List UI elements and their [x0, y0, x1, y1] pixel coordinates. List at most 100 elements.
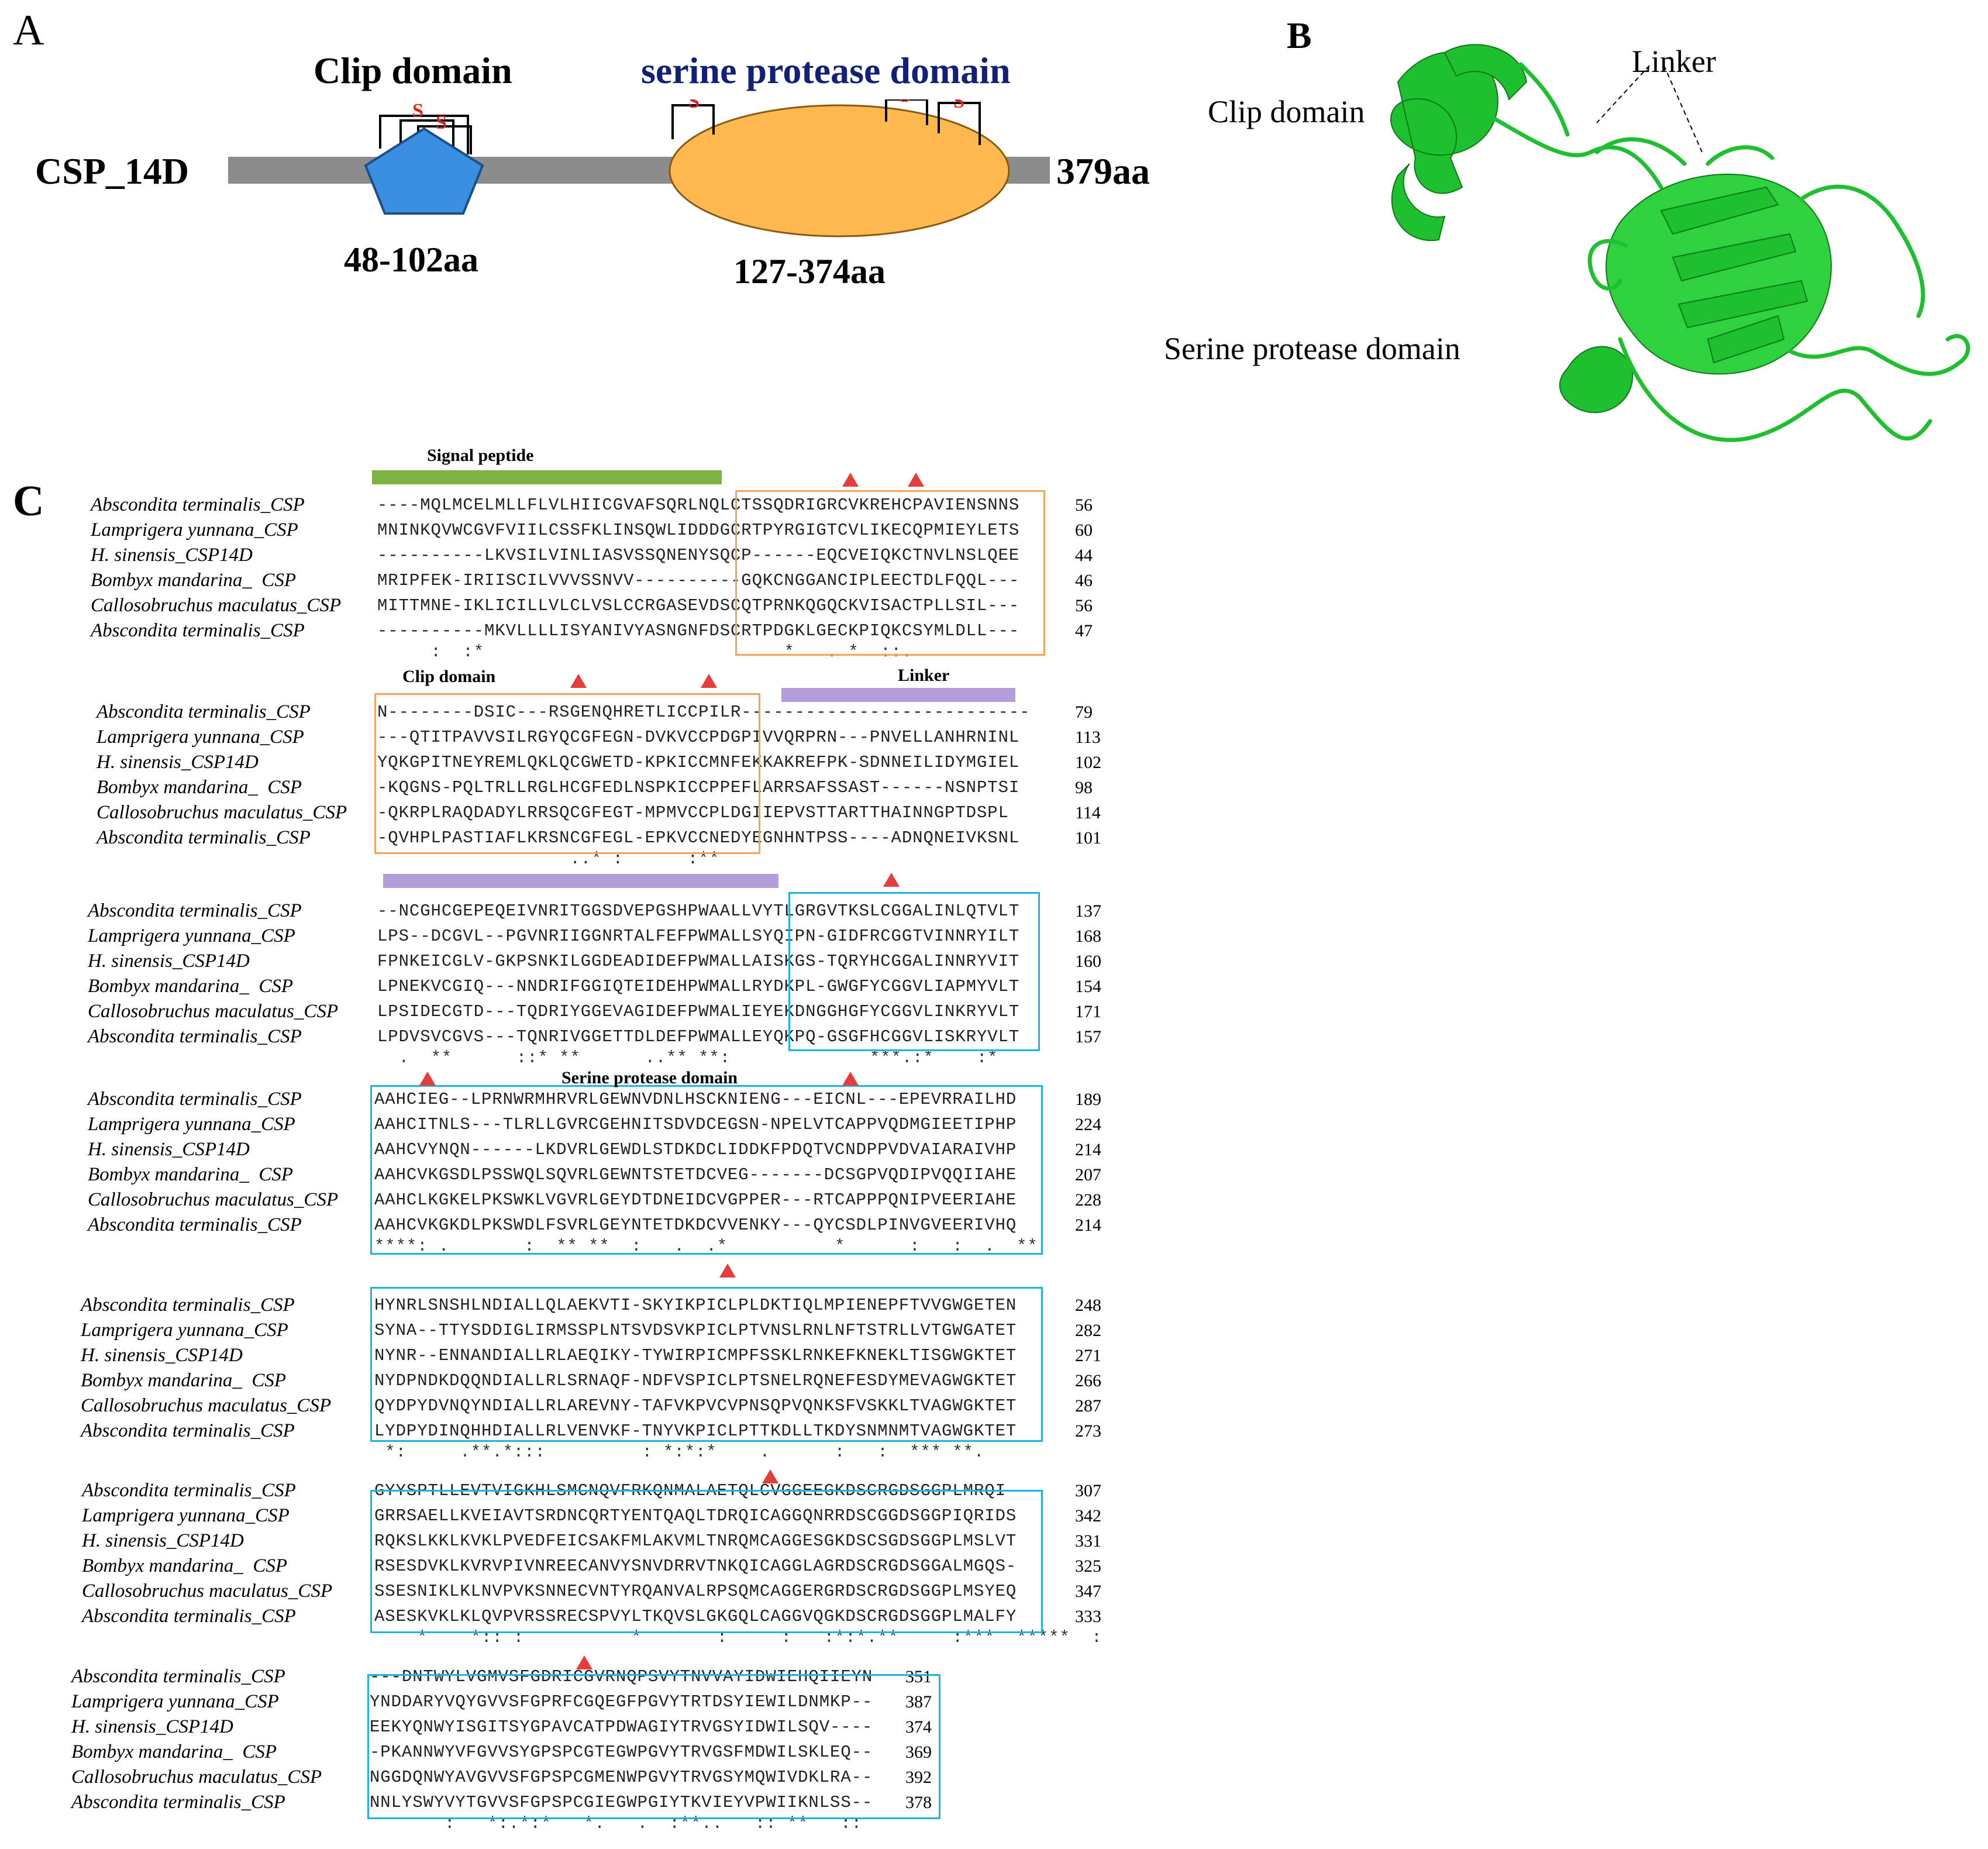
sp-domain-box — [367, 1674, 940, 1819]
clip-domain-title: Clip domain — [313, 50, 512, 91]
residue-position: 273 — [1075, 1421, 1101, 1441]
serine-protease-domain-ellipse — [669, 104, 1010, 237]
residue-position: 342 — [1075, 1506, 1101, 1526]
sequence-row: ----MQLMCELMLLFLVLHIICGVAFSQRLNQLCTSSQDR… — [377, 495, 1020, 515]
residue-position: 171 — [1075, 1002, 1101, 1021]
species-name: Abscondita terminalis_CSP — [88, 900, 302, 921]
cysteine-marker-icon — [570, 674, 587, 688]
disulfide-label: S — [900, 99, 911, 106]
sequence-row: SYNA--TTYSDDIGLIRMSSPLNTSVDSVKPICLPTVNSL… — [374, 1321, 1017, 1340]
linker-label: Linker — [898, 666, 950, 685]
species-name: Callosobruchus maculatus_CSP — [88, 1189, 339, 1210]
linker-loop — [1489, 62, 1687, 190]
sequence-row: LPS--DCGVL--PGVNRIIGGNRTALFEFPWMALLSYQIP… — [377, 927, 1020, 946]
species-name: Callosobruchus maculatus_CSP — [97, 802, 347, 823]
species-name: Callosobruchus maculatus_CSP — [71, 1767, 322, 1788]
species-name: Abscondita terminalis_CSP — [81, 1294, 295, 1316]
sequence-row: -QVHPLPASTIAFLKRSNCGFEGL-EPKVCCNEDYEGNHN… — [377, 828, 1020, 848]
sequence-row: AAHCVYNQN------LKDVRLGEWDLSTDKDCLIDDKFPD… — [374, 1140, 1017, 1159]
sequence-row: -QKRPLRAQDADYLRRSQCGFEGT-MPMVCCPLDGIIEPV… — [377, 803, 1009, 822]
species-name: Bombyx mandarina_ CSP — [81, 1370, 287, 1391]
sequence-row: LPNEKVCGIQ---NNDRIFGGIQTEIDEHPWMALLRYDKP… — [377, 977, 1020, 996]
cysteine-marker-icon — [883, 873, 900, 887]
species-name: Bombyx mandarina_ CSP — [88, 976, 294, 997]
residue-position: 331 — [1075, 1531, 1101, 1551]
species-name: Abscondita terminalis_CSP — [91, 620, 305, 641]
species-name: Bombyx mandarina_ CSP — [91, 570, 297, 591]
sp-domain-title: serine protease domain — [641, 50, 1011, 91]
panel-letter-c: C — [13, 477, 44, 525]
species-name: Abscondita terminalis_CSP — [97, 701, 311, 722]
residue-position: 56 — [1075, 495, 1093, 515]
residue-position: 160 — [1075, 952, 1101, 971]
signal-peptide-label: Signal peptide — [427, 446, 534, 465]
panel-letter-a: A — [13, 6, 44, 54]
sp-domain-loops — [1587, 145, 1970, 442]
sequence-row: AAHCVKGKDLPKSWDLFSVRLGEYNTETDKDCVVENKY--… — [374, 1216, 1017, 1235]
cysteine-marker-icon — [701, 674, 717, 688]
residue-position: 282 — [1075, 1321, 1101, 1340]
conservation-row: : *:.*:* *. . :**.. :: ** :: — [370, 1814, 862, 1833]
sequence-row: RQKSLKKLKVKLPVEDFEICSAKFMLAKVMLTNRQMCAGG… — [374, 1531, 1017, 1551]
residue-position: 325 — [1075, 1557, 1101, 1576]
residue-position: 374 — [905, 1717, 932, 1737]
residue-position: 392 — [905, 1768, 932, 1787]
residue-position: 351 — [905, 1667, 932, 1686]
structure-linker-label: Linker — [1632, 44, 1716, 79]
species-name: H. sinensis_CSP14D — [82, 1530, 244, 1551]
species-name: Lamprigera yunnana_CSP — [71, 1691, 279, 1712]
sp-domain-box — [788, 892, 1040, 1051]
conservation-row: * *:: : * : : :*:*.** :*** ***** : — [374, 1628, 1102, 1647]
residue-position: 60 — [1075, 521, 1093, 540]
domain-architecture-diagram: S S S S S — [228, 99, 1050, 237]
sequence-row: NYDPNDKDQQNDIALLRLSRNAQF-NDFVSPICLPTSNEL… — [374, 1371, 1017, 1390]
species-name: Lamprigera yunnana_CSP — [82, 1505, 290, 1526]
conservation-row: : :* * . * ::. — [377, 642, 913, 662]
residue-position: 137 — [1075, 901, 1101, 921]
species-name: Abscondita terminalis_CSP — [82, 1606, 296, 1627]
sequence-row: ----------LKVSILVINLIASVSSQNENYSQCP-----… — [377, 546, 1020, 565]
species-name: Bombyx mandarina_ CSP — [97, 777, 302, 798]
species-name: Bombyx mandarina_ CSP — [71, 1741, 277, 1762]
residue-position: 307 — [1075, 1481, 1101, 1500]
species-name: Lamprigera yunnana_CSP — [97, 726, 304, 748]
sp-disulfide-brackets — [671, 99, 981, 145]
sequence-row: GRRSAELLKVEIAVTSRDNCQRTYENTQAQLTDRQICAGG… — [374, 1506, 1017, 1526]
species-name: Lamprigera yunnana_CSP — [88, 925, 295, 946]
clip-domain-ribbon — [1390, 44, 1528, 242]
residue-position: 101 — [1075, 828, 1101, 848]
species-name: Abscondita terminalis_CSP — [81, 1420, 295, 1441]
sequence-row: MNINKQVWCGVFVIILCSSFKLINSQWLIDDDGCRTPYRG… — [377, 521, 1020, 540]
species-name: H. sinensis_CSP14D — [91, 545, 253, 566]
residue-position: 369 — [905, 1743, 932, 1762]
sequence-row: RSESDVKLKVRVPIVNREECANVYSNVDRRVTNKQICAGG… — [374, 1557, 1017, 1576]
sp-domain-box — [370, 1287, 1043, 1442]
residue-position: 157 — [1075, 1027, 1101, 1046]
linker-pointer-lines — [1596, 65, 1703, 153]
clip-range: 48-102aa — [344, 240, 478, 279]
species-name: Callosobruchus maculatus_CSP — [91, 595, 342, 616]
species-name: Abscondita terminalis_CSP — [88, 1089, 302, 1110]
species-name: Abscondita terminalis_CSP — [71, 1792, 285, 1813]
sp-range: 127-374aa — [733, 252, 886, 291]
species-name: Bombyx mandarina_ CSP — [88, 1164, 294, 1185]
cysteine-marker-icon — [719, 1263, 736, 1278]
residue-position: 347 — [1075, 1582, 1101, 1601]
sequence-row: AAHCITNLS---TLRLLGVRCGEHNITSDVDCEGSN-NPE… — [374, 1115, 1017, 1134]
sequence-row: AAHCIEG--LPRNWRMHRVRLGEWNVDNLHSCKNIENG--… — [374, 1090, 1017, 1109]
sequence-row: ----------MKVLLLLISYANIVYASNGNFDSCRTPDGK… — [377, 621, 1020, 641]
residue-position: 98 — [1075, 778, 1093, 797]
sequence-row: -PKANNWYVFGVVSYGPSPCGTEGWPGVYTRVGSFMDWIL… — [370, 1743, 873, 1762]
residue-position: 214 — [1075, 1140, 1101, 1159]
residue-position: 56 — [1075, 596, 1093, 615]
residue-position: 44 — [1075, 546, 1093, 565]
species-name: Lamprigera yunnana_CSP — [91, 519, 298, 540]
sequence-row: NYNR--ENNANDIALLRLAEQIKY-TYWIRPICMPFSSKL… — [374, 1346, 1017, 1365]
residue-position: 266 — [1075, 1371, 1101, 1390]
residue-position: 271 — [1075, 1346, 1101, 1365]
protein-name: CSP_14D — [35, 150, 190, 192]
sequence-row: N--------DSIC---RSGENQHRETLICCPILR------… — [377, 703, 1031, 722]
cysteine-marker-icon — [842, 1072, 859, 1086]
clip-domain-box — [735, 490, 1045, 656]
structure-clip-label: Clip domain — [1208, 94, 1365, 129]
